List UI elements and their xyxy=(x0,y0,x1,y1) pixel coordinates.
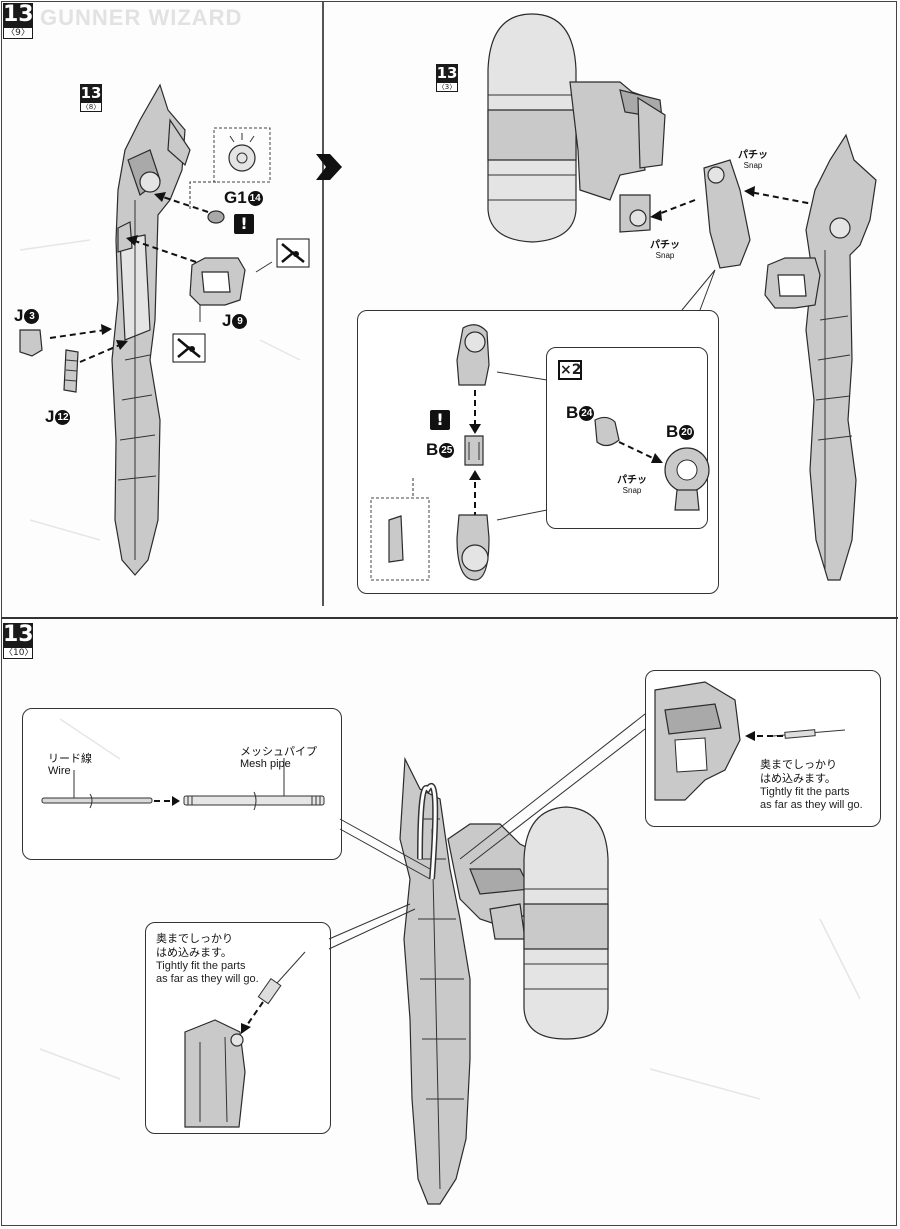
part-number: 12 xyxy=(55,410,71,425)
fit-note-jp-2: はめ込みます。 xyxy=(156,946,232,959)
fit-note-text-upper: 奥までしっかり はめ込みます。 Tightly fit the parts as… xyxy=(760,758,863,812)
warning-icon: ! xyxy=(234,214,254,234)
snap-label: パチッ Snap xyxy=(738,150,768,170)
fit-note-jp-1: 奥までしっかり xyxy=(156,932,233,945)
part-letter: J xyxy=(222,311,232,330)
arrow-right-icon xyxy=(316,154,342,180)
snap-label: パチッ Snap xyxy=(617,475,647,495)
mesh-label-jp: メッシュパイプ xyxy=(240,745,317,758)
assembled-weapon-illustration xyxy=(39,713,861,1205)
fit-note-en-1: Tightly fit the parts xyxy=(156,960,246,972)
step-13-3-ref: 13 〈3〉 xyxy=(436,64,458,92)
part-letter: J xyxy=(45,407,55,426)
joint-assembly-illustration xyxy=(370,324,710,581)
part-letter: B xyxy=(566,403,579,422)
snap-jp: パチッ xyxy=(738,150,768,161)
snap-jp: パチッ xyxy=(617,475,647,486)
part-number: 9 xyxy=(232,314,248,329)
nipper-icon xyxy=(276,238,310,268)
part-number: 24 xyxy=(579,406,595,421)
mesh-pipe-label: メッシュパイプ Mesh pipe xyxy=(240,745,317,771)
step-number: 13 xyxy=(3,2,34,27)
section-divider-vertical xyxy=(322,2,324,606)
mesh-label-en: Mesh pipe xyxy=(240,758,291,770)
nipper-icon xyxy=(172,333,206,363)
substep-number: 〈9〉 xyxy=(3,27,33,39)
snap-en: Snap xyxy=(655,251,675,260)
pipe-fit-detail-upper xyxy=(654,681,846,801)
section-divider-horizontal xyxy=(1,617,898,619)
snap-en: Snap xyxy=(622,486,642,495)
beam-rifle-body-illustration xyxy=(19,83,301,576)
fit-note-en-1: Tightly fit the parts xyxy=(760,786,850,798)
show-through-header: GUNNER WIZARD xyxy=(40,5,243,30)
part-letter: J xyxy=(14,306,24,325)
part-number: 20 xyxy=(679,425,695,440)
part-letter: B xyxy=(426,440,439,459)
part-letter: G1 xyxy=(224,188,247,207)
step-number: 13 xyxy=(3,622,34,647)
substep-number: 〈8〉 xyxy=(80,102,102,112)
part-number: 3 xyxy=(24,309,40,324)
part-number: 25 xyxy=(439,443,455,458)
step-13-8-ref: 13 〈8〉 xyxy=(80,84,102,112)
wire-pipe-inset xyxy=(22,708,342,860)
multiplier-badge: ×2 xyxy=(558,360,582,380)
fit-note-en-2: as far as they will go. xyxy=(156,973,259,985)
substep-number: 〈10〉 xyxy=(3,647,34,659)
step-number: 13 xyxy=(80,84,102,102)
fit-note-jp-2: はめ込みます。 xyxy=(760,772,836,785)
fit-note-jp-1: 奥までしっかり xyxy=(760,758,837,771)
warning-icon: ! xyxy=(430,410,450,430)
part-number: 14 xyxy=(247,191,263,206)
step-number: 13 xyxy=(436,64,458,82)
fit-note-text-lower: 奥までしっかり はめ込みます。 Tightly fit the parts as… xyxy=(156,932,259,986)
wire-label-jp: リード線 xyxy=(48,752,92,765)
step-13-10-badge: 13 〈10〉 xyxy=(3,622,34,659)
fit-note-en-2: as far as they will go. xyxy=(760,799,863,811)
snap-en: Snap xyxy=(743,161,763,170)
pipe-fit-detail-lower xyxy=(184,951,306,1128)
thruster-pod-illustration xyxy=(487,13,877,581)
wire-label-en: Wire xyxy=(48,765,71,777)
substep-number: 〈3〉 xyxy=(436,82,458,92)
snap-jp: パチッ xyxy=(650,240,680,251)
snap-label: パチッ Snap xyxy=(650,240,680,260)
wire-into-pipe-illustration xyxy=(41,758,325,811)
step-13-9-badge: 13 〈9〉 xyxy=(3,2,34,39)
part-letter: B xyxy=(666,422,679,441)
wire-label: リード線 Wire xyxy=(48,752,92,778)
